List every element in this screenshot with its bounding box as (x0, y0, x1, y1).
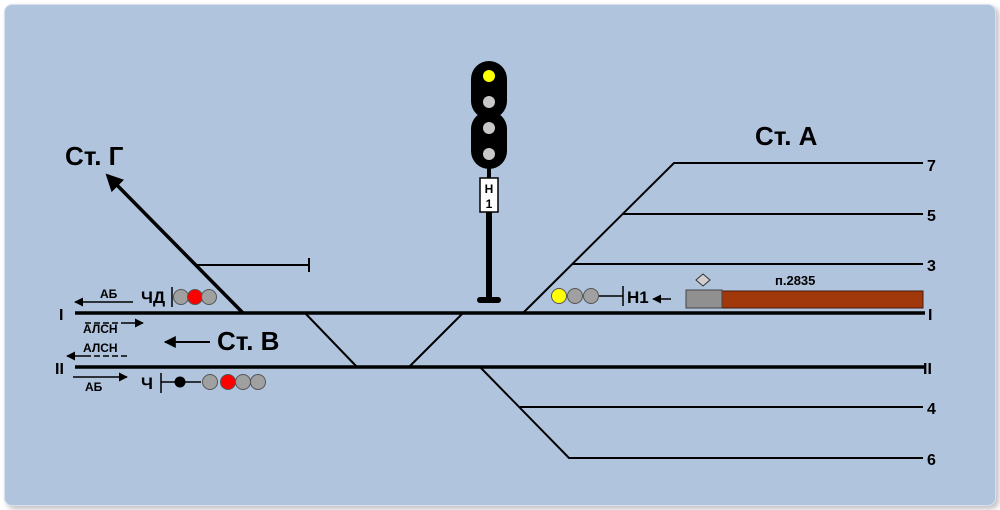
pantograph-icon (695, 273, 711, 287)
signal-ch-lamp-4 (250, 374, 266, 390)
track-label-2-right: II (923, 361, 932, 378)
station-label-st-v: Ст. В (217, 326, 279, 356)
diagram-frame: 7 5 3 4 6 I II I II Ст. Г Ст. А Ст. В АБ… (4, 4, 996, 506)
signal-ch-lamp-3 (235, 374, 251, 390)
blocking-label-ab-top: АБ (100, 287, 118, 301)
signal-mast-n1: Н 1 (471, 61, 507, 303)
signal-n1 (551, 286, 624, 306)
train-cars (720, 290, 924, 309)
station-track-scheme: 7 5 3 4 6 I II I II Ст. Г Ст. А Ст. В АБ… (55, 61, 936, 469)
signal-chd-lamp-1 (173, 289, 189, 305)
mast-lamp-2 (483, 96, 495, 108)
signal-n1-lamp-3 (583, 288, 599, 304)
signal-mast-plate (479, 177, 499, 213)
mast-plate-top: Н (485, 182, 494, 196)
signal-ch-shunt-lamp (174, 376, 186, 388)
crossover-right (408, 312, 464, 368)
locomotive (685, 289, 723, 309)
train-number: п.2835 (775, 273, 815, 288)
station-label-st-g: Ст. Г (65, 141, 124, 171)
signal-mast-pole (486, 210, 492, 300)
signal-head-lower (471, 111, 507, 169)
track-label-1-right: I (928, 307, 932, 324)
signal-n1-lamp-yellow (551, 288, 567, 304)
track-label-7: 7 (927, 158, 936, 175)
blocking-label-alsn-2: АЛСН (83, 341, 118, 355)
track-label-3: 3 (927, 258, 936, 275)
signal-ch-lamp-2 (220, 374, 236, 390)
signal-chd-lamp-2 (187, 289, 203, 305)
signal-chd (171, 287, 217, 307)
crossover-left (304, 312, 358, 368)
side-track-6 (479, 366, 923, 459)
branch-track-st-g (105, 173, 245, 315)
blocking-label-alsn-1: АЛСН (83, 322, 118, 336)
station-label-st-a: Ст. А (755, 121, 818, 151)
track-label-5: 5 (927, 208, 936, 225)
blocking-label-ab-bottom: АБ (85, 380, 103, 394)
mast-lamp-4 (483, 148, 495, 160)
signal-n1-lamp-2 (567, 288, 583, 304)
track-label-1-left: I (59, 307, 63, 324)
signal-head-upper (471, 61, 507, 119)
signal-chd-lamp-3 (201, 289, 217, 305)
track-label-6: 6 (927, 452, 936, 469)
signal-label-chd: ЧД (141, 288, 165, 307)
mast-lamp-3 (483, 122, 495, 134)
mast-plate-bottom: 1 (486, 197, 493, 211)
mast-lamp-1-yellow (483, 70, 495, 82)
track-label-4: 4 (927, 401, 936, 418)
train: п.2835 (685, 273, 924, 309)
signal-ch (160, 373, 266, 393)
track-label-2-left: II (55, 361, 64, 378)
signal-label-n1: Н1 (627, 288, 649, 307)
signal-ch-lamp-1 (202, 374, 218, 390)
signal-label-ch: Ч (141, 374, 153, 393)
